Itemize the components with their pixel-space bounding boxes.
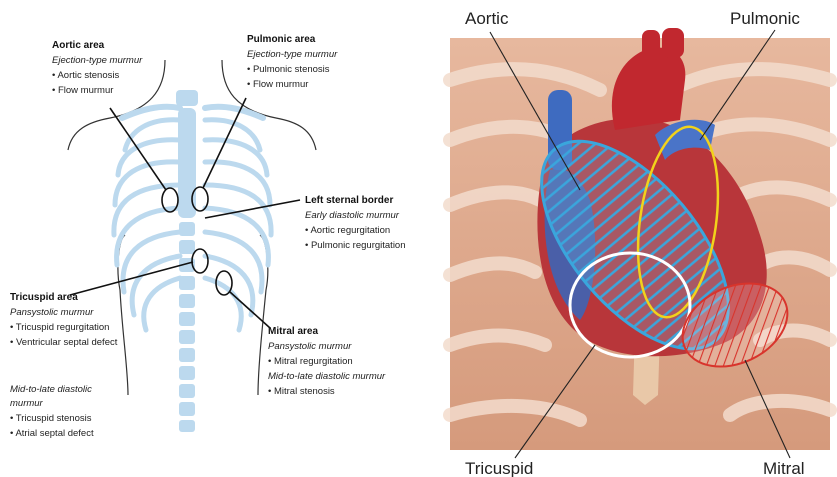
svg-text:Mid-to-late diastolic: Mid-to-late diastolic	[10, 384, 92, 395]
svg-text:• Tricuspid regurgitation: • Tricuspid regurgitation	[10, 322, 109, 333]
svg-text:Ejection-type murmur: Ejection-type murmur	[247, 49, 338, 60]
svg-text:• Aortic stenosis: • Aortic stenosis	[52, 70, 119, 81]
svg-text:• Flow murmur: • Flow murmur	[247, 79, 308, 90]
svg-text:murmur: murmur	[10, 398, 44, 409]
aortic-area-label: Aortic area Ejection-type murmur • Aorti…	[52, 40, 143, 96]
pulmonic-label: Pulmonic	[730, 9, 800, 28]
svg-text:Pansystolic murmur: Pansystolic murmur	[268, 341, 352, 352]
tricuspid-area-label: Tricuspid area Pansystolic murmur • Tric…	[10, 292, 118, 439]
aortic-label: Aortic	[465, 9, 509, 28]
pulmonic-area-label: Pulmonic area Ejection-type murmur • Pul…	[247, 34, 338, 90]
auscultation-diagram: Aortic area Ejection-type murmur • Aorti…	[0, 0, 430, 477]
svg-text:Left sternal border: Left sternal border	[305, 195, 393, 206]
heart-illustration-panel: Aortic Pulmonic Tricuspid Mitral	[430, 0, 837, 477]
svg-text:• Pulmonic stenosis: • Pulmonic stenosis	[247, 64, 330, 75]
svg-text:• Mitral stenosis: • Mitral stenosis	[268, 386, 335, 397]
svg-text:Mid-to-late diastolic murmur: Mid-to-late diastolic murmur	[268, 371, 386, 382]
heart-illustration: Aortic Pulmonic Tricuspid Mitral	[430, 0, 837, 477]
svg-text:• Mitral regurgitation: • Mitral regurgitation	[268, 356, 353, 367]
sternum-spine	[176, 90, 198, 432]
left-sternal-border-label: Left sternal border Early diastolic murm…	[305, 195, 406, 251]
mitral-area-label: Mitral area Pansystolic murmur • Mitral …	[268, 326, 386, 397]
svg-text:• Tricuspid stenosis: • Tricuspid stenosis	[10, 413, 92, 424]
svg-text:Aortic area: Aortic area	[52, 40, 105, 51]
mitral-label: Mitral	[763, 459, 805, 477]
svg-text:Pansystolic murmur: Pansystolic murmur	[10, 307, 94, 318]
auscultation-diagram-panel: Aortic area Ejection-type murmur • Aorti…	[0, 0, 430, 477]
svg-text:Pulmonic area: Pulmonic area	[247, 34, 316, 45]
tricuspid-label: Tricuspid	[465, 459, 533, 477]
svg-text:• Pulmonic regurgitation: • Pulmonic regurgitation	[305, 240, 406, 251]
svg-text:• Flow murmur: • Flow murmur	[52, 85, 113, 96]
svg-text:• Aortic regurgitation: • Aortic regurgitation	[305, 225, 390, 236]
svg-text:• Atrial septal defect: • Atrial septal defect	[10, 428, 94, 439]
svg-text:Ejection-type murmur: Ejection-type murmur	[52, 55, 143, 66]
svg-text:Mitral area: Mitral area	[268, 326, 318, 337]
svg-text:Tricuspid area: Tricuspid area	[10, 292, 78, 303]
svg-text:Early diastolic murmur: Early diastolic murmur	[305, 210, 400, 221]
svg-text:• Ventricular septal defect: • Ventricular septal defect	[10, 337, 118, 348]
